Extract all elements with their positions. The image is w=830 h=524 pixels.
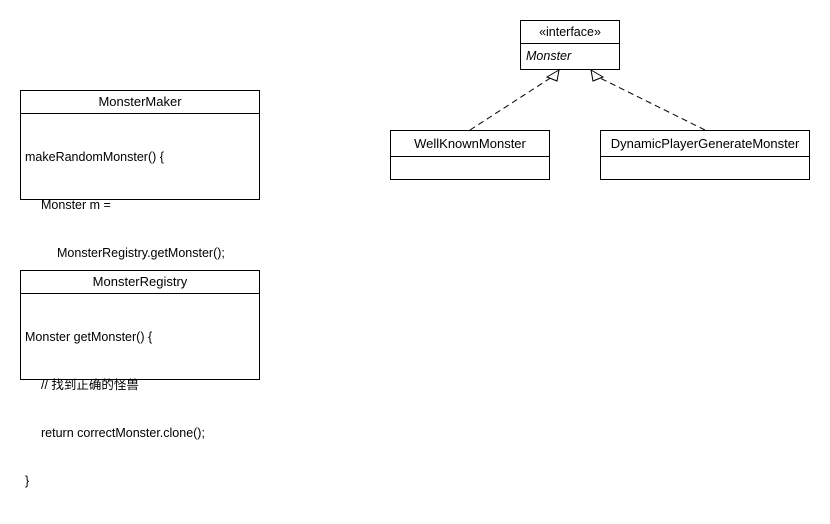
code-line: return correctMonster.clone();: [41, 426, 205, 440]
edge-dynamic-to-monster: [597, 76, 706, 131]
class-dynamic-player-generate-monster[interactable]: DynamicPlayerGenerateMonster: [600, 130, 810, 180]
code-line: Monster getMonster() {: [25, 330, 153, 344]
class-name: DynamicPlayerGenerateMonster: [601, 131, 809, 157]
code-line: MonsterRegistry.getMonster();: [57, 246, 225, 260]
interface-name: Monster: [526, 49, 572, 63]
realization-arrowhead-right: [590, 69, 605, 82]
code-line: }: [25, 474, 30, 488]
class-name: MonsterRegistry: [21, 271, 259, 294]
class-monster-maker[interactable]: MonsterMaker makeRandomMonster() { Monst…: [20, 90, 260, 308]
edge-wellknown-to-monster: [469, 76, 553, 131]
class-monster-registry[interactable]: MonsterRegistry Monster getMonster() { /…: [20, 270, 260, 488]
class-body: makeRandomMonster() { Monster m = Monste…: [21, 114, 259, 344]
interface-monster[interactable]: «interface» Monster: [520, 20, 620, 70]
class-name: MonsterMaker: [21, 91, 259, 114]
stereotype-label: «interface»: [521, 21, 619, 44]
class-name: WellKnownMonster: [391, 131, 549, 157]
class-body: Monster getMonster() { // 找到正确的怪兽 return…: [21, 294, 259, 524]
code-comment-line: // 找到正确的怪兽: [41, 378, 139, 392]
code-line: makeRandomMonster() {: [25, 150, 164, 164]
code-line: Monster m =: [41, 198, 111, 212]
realization-arrowhead-left: [545, 69, 560, 82]
class-well-known-monster[interactable]: WellKnownMonster: [390, 130, 550, 180]
